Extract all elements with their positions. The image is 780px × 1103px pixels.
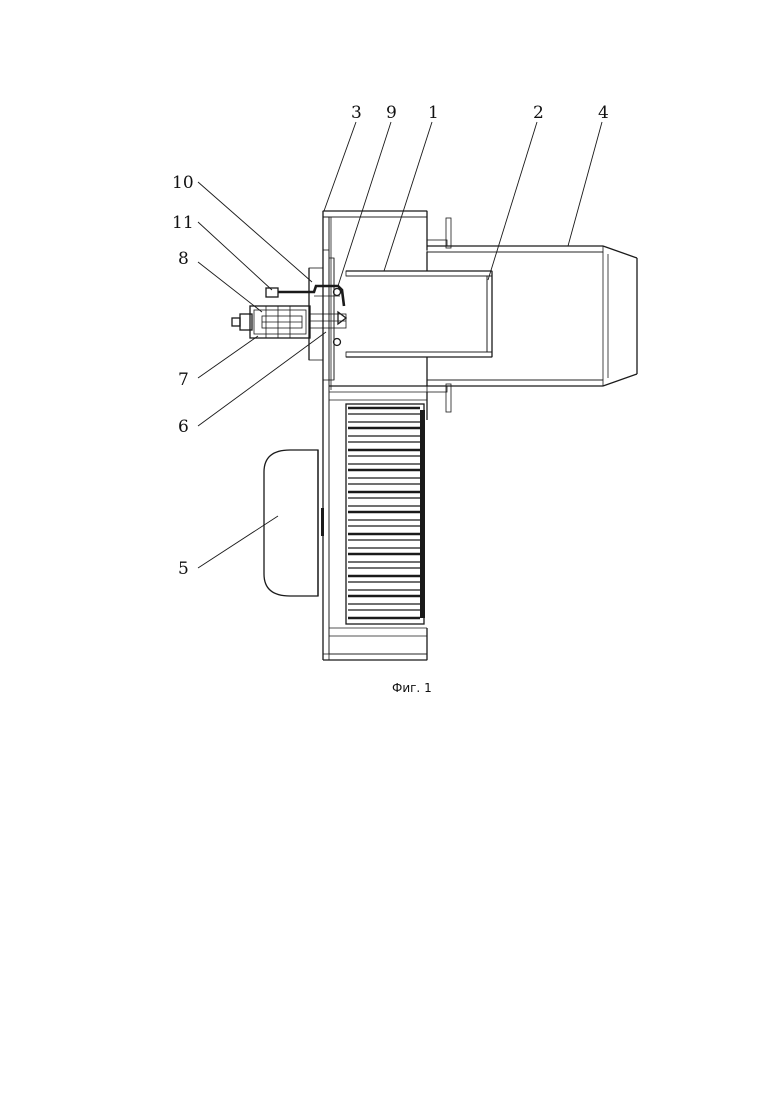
label-5: 5 bbox=[178, 559, 189, 579]
label-7: 7 bbox=[178, 370, 189, 390]
label-9: 9 bbox=[386, 103, 397, 123]
figure-caption: Фиг. 1 bbox=[392, 681, 432, 695]
electrode bbox=[266, 286, 344, 306]
impeller-backplate bbox=[420, 410, 425, 618]
label-1: 1 bbox=[428, 103, 439, 123]
label-2: 2 bbox=[533, 103, 544, 123]
motor bbox=[264, 450, 324, 596]
mount-plate bbox=[309, 250, 334, 380]
label-4: 4 bbox=[598, 103, 609, 123]
label-10: 10 bbox=[172, 173, 194, 193]
impeller-frame bbox=[346, 404, 424, 624]
label-3: 3 bbox=[351, 103, 362, 123]
fan-impeller bbox=[346, 404, 425, 624]
label-8: 8 bbox=[178, 249, 189, 269]
inner-tube bbox=[346, 252, 492, 380]
outer-tube bbox=[427, 218, 637, 412]
leader-lines bbox=[198, 122, 602, 568]
reference-numerals: 3 9 1 2 4 10 11 8 7 6 5 bbox=[172, 103, 609, 579]
label-6: 6 bbox=[178, 417, 189, 437]
label-11: 11 bbox=[172, 213, 194, 233]
